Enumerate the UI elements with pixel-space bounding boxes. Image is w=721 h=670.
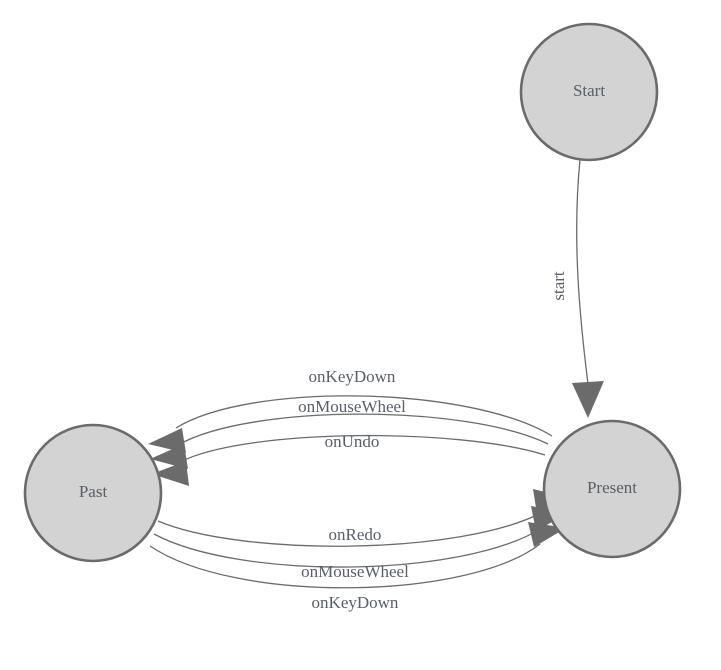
node-start[interactable]: Start	[519, 22, 659, 162]
node-start-circle	[519, 22, 659, 162]
edge-present-to-past-keydown-path	[175, 395, 553, 437]
node-start-label: Start	[573, 81, 605, 100]
edge-start-to-present-arrowhead	[572, 381, 604, 418]
node-past-label: Past	[79, 482, 108, 501]
edge-present-to-past-keydown-arrowhead	[148, 428, 186, 453]
edge-label-past-present-mousewheel: onMouseWheel	[301, 562, 409, 581]
edge-label-past-present-keydown: onKeyDown	[312, 593, 399, 612]
node-present-circle	[542, 419, 682, 559]
edge-label-present-past-undo: onUndo	[325, 432, 380, 451]
edge-start-to-present[interactable]	[572, 159, 604, 418]
node-present[interactable]: Present	[542, 419, 682, 559]
edge-present-to-past-undo-path	[179, 434, 546, 463]
edge-label-present-past-keydown: onKeyDown	[309, 367, 396, 386]
edge-label-start: start	[549, 271, 568, 301]
node-present-label: Present	[587, 478, 637, 497]
edge-start-to-present-path	[576, 159, 589, 385]
edge-present-to-past-mousewheel-arrowhead	[150, 444, 188, 469]
edge-label-present-past-mousewheel: onMouseWheel	[298, 397, 406, 416]
edge-present-to-past-keydown[interactable]	[148, 395, 553, 453]
edge-label-past-present-redo: onRedo	[329, 525, 382, 544]
edge-present-to-past-mousewheel-path	[177, 413, 549, 446]
edge-past-to-present-redo-path	[157, 511, 544, 547]
edge-past-to-present-keydown-path	[149, 543, 541, 589]
node-past[interactable]: Past	[23, 423, 163, 563]
edge-present-to-past-undo[interactable]	[152, 434, 546, 486]
edge-present-to-past-mousewheel[interactable]	[150, 413, 549, 469]
node-past-circle	[23, 423, 163, 563]
edge-present-to-past-undo-arrowhead	[152, 461, 189, 486]
edge-past-to-present-mousewheel-path	[153, 527, 543, 568]
